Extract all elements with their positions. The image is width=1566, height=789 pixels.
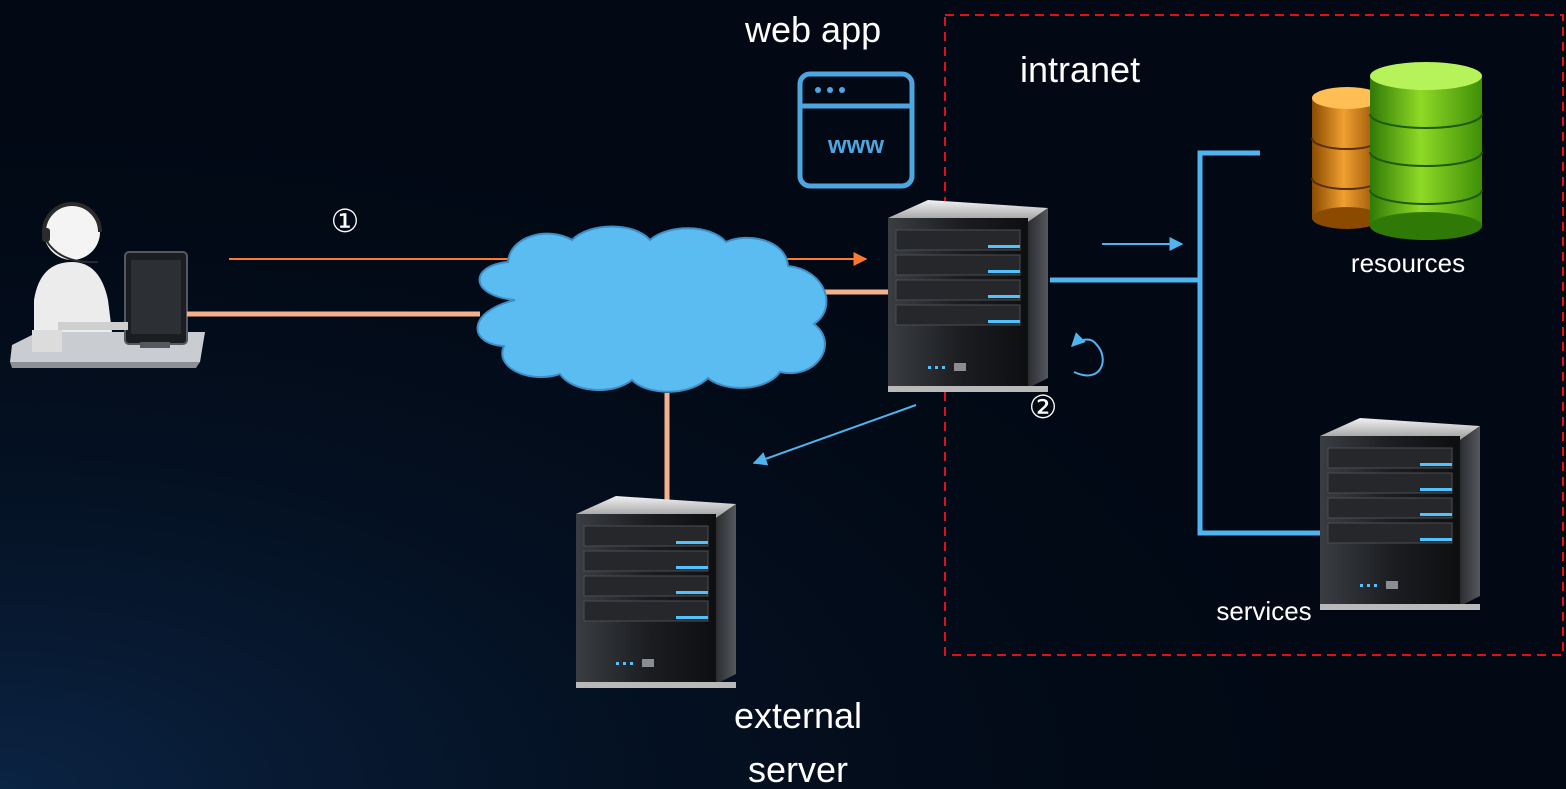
server-icon [887,199,1049,393]
external-request-arrow [752,404,917,466]
www-text: www [827,132,884,159]
web-app-label: web app [744,9,881,50]
self-loop-arrow-icon [1071,332,1104,377]
intranet-bus-line [1197,150,1320,536]
user-at-computer-icon [10,202,205,368]
database-icon [1311,62,1483,240]
step-1-marker: ① [331,203,360,239]
server-icon [575,495,737,689]
services-label: services [1216,596,1311,626]
external-server-label-line1: external [734,695,862,736]
internet-cloud-icon [476,225,828,393]
intranet-label: intranet [1020,49,1140,90]
step-2-marker: ② [1029,389,1058,425]
web-app-window-icon: www [797,71,915,189]
resources-label: resources [1351,248,1465,278]
server-icon [1319,417,1481,611]
external-server-label-line2: server [748,749,848,789]
